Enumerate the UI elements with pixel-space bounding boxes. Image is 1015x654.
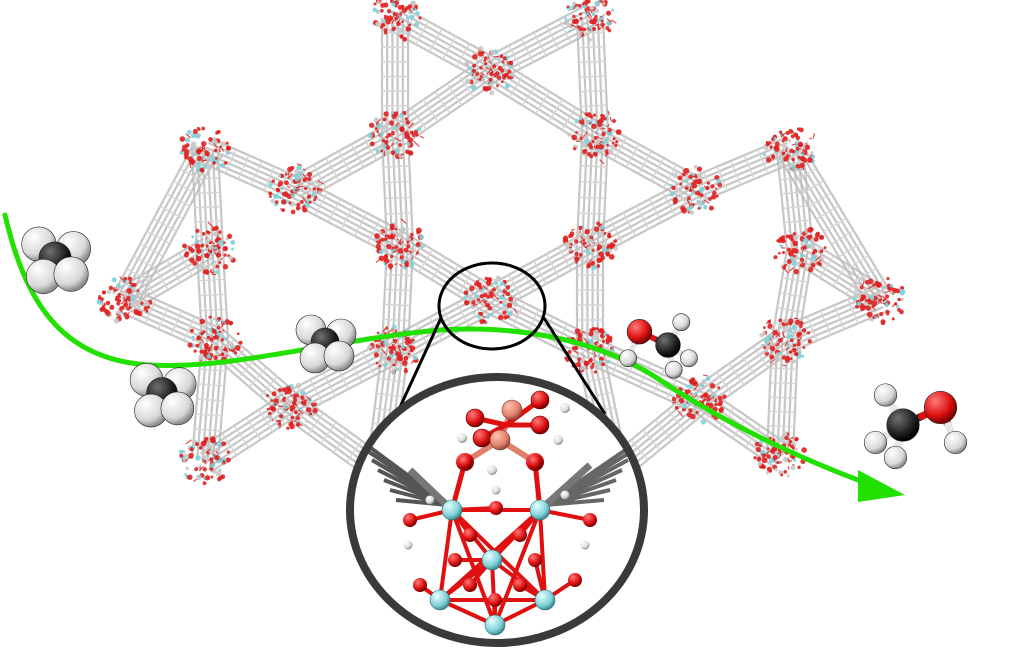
cluster-detail: [358, 390, 642, 636]
zoom-line-right: [542, 317, 607, 415]
methane-molecule: [21, 226, 91, 294]
metal-node: [367, 324, 419, 375]
methane-molecule: [129, 362, 197, 428]
metal-node: [268, 163, 325, 215]
diffusion-pathway-arrow: [2, 212, 883, 491]
metal-node: [669, 165, 723, 215]
zoom-line-left: [393, 317, 443, 419]
active-site-inset: [346, 373, 648, 647]
metal-node: [773, 227, 827, 275]
linker-band: [583, 177, 702, 258]
pathway-arrowhead: [858, 470, 905, 502]
metal-node: [96, 276, 153, 324]
metal-node: [179, 126, 232, 173]
metal-node: [563, 0, 617, 42]
methane-molecule: [295, 314, 357, 374]
metal-node: [852, 277, 906, 326]
inset-ring: [346, 373, 648, 647]
linker-band: [387, 58, 498, 147]
linker-band: [112, 143, 218, 307]
metal-node: [182, 221, 236, 276]
methanol-molecule: [619, 313, 698, 379]
linker-band: [388, 5, 497, 83]
linker-band: [483, 232, 597, 313]
metal-node: [562, 221, 618, 270]
molecules: [21, 226, 968, 470]
metal-node: [462, 275, 518, 325]
metal-node: [372, 0, 422, 42]
metal-node: [464, 45, 516, 96]
metal-node: [367, 111, 424, 160]
metal-node: [763, 127, 816, 173]
zoom-target-ring: [437, 261, 547, 351]
metal-node: [187, 315, 243, 363]
methanol-molecule: [863, 383, 968, 470]
metal-node: [178, 436, 232, 486]
metal-node: [374, 218, 426, 271]
metal-node: [759, 317, 812, 367]
linker-band: [777, 142, 893, 308]
metal-node: [567, 110, 622, 165]
metal-node: [266, 382, 318, 430]
